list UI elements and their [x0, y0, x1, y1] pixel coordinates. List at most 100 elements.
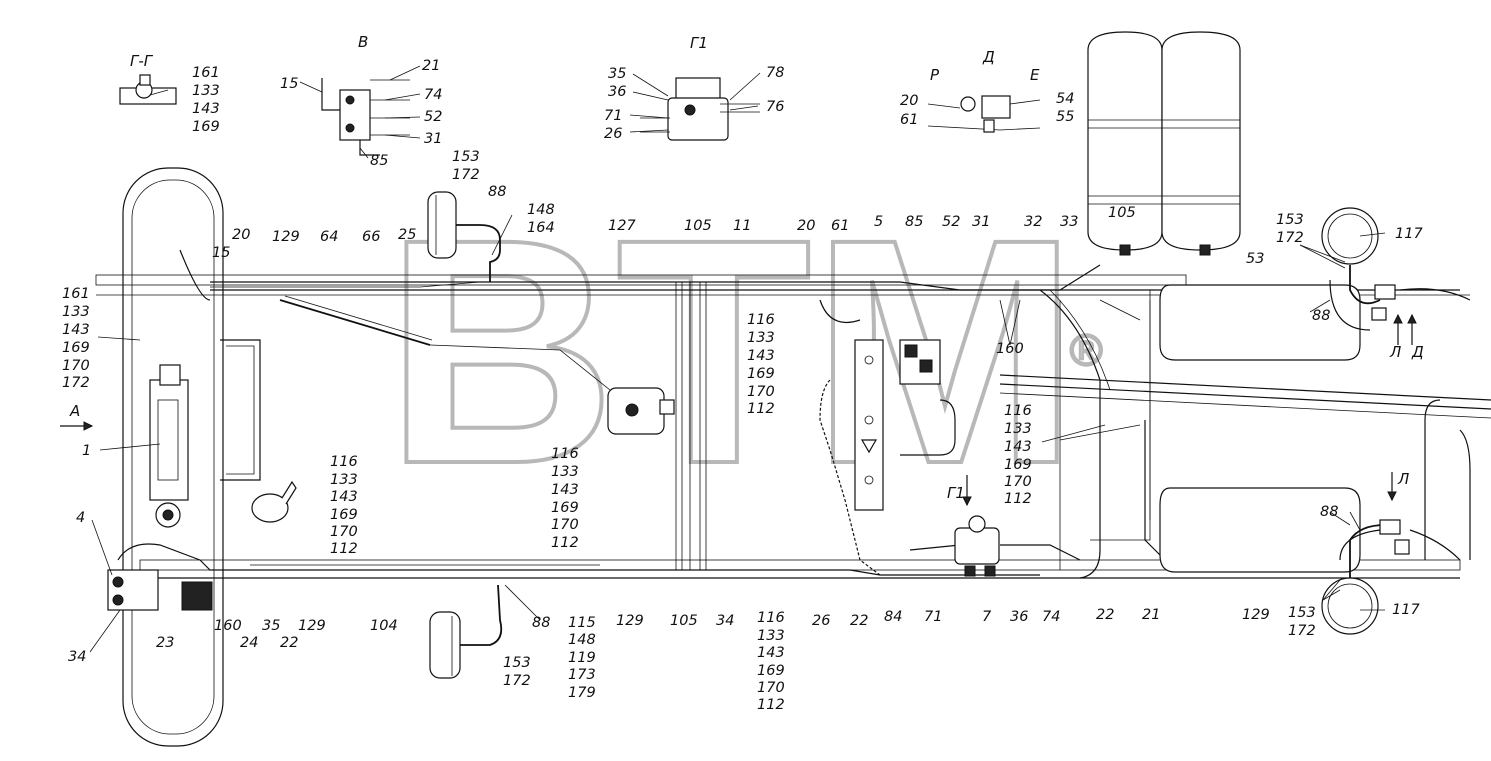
callout-label: 172: [503, 673, 531, 689]
callout-label: 31: [972, 214, 990, 230]
callout-label: 74: [424, 87, 442, 103]
callout-label: 66: [362, 229, 380, 245]
callout-label: 22: [850, 613, 868, 629]
callout-label: 170: [62, 358, 90, 374]
mounting-bracket: [854, 339, 941, 511]
rear-brake-chamber-top: [1321, 207, 1471, 331]
callout-label: 115: [568, 615, 596, 631]
detail-d-drawing: [927, 95, 1041, 133]
callout-label: 105: [1108, 205, 1136, 221]
callout-label: 20: [232, 227, 250, 243]
callout-label: 4: [76, 510, 85, 526]
callout-label: 143: [757, 645, 785, 661]
callout-label: 133: [747, 330, 775, 346]
label-group-bottom: 1 4 34 23 24 160 35 22 129 104 88 153 17…: [68, 443, 1420, 689]
callout-label: 15: [280, 76, 298, 92]
callout-label: 169: [1004, 457, 1032, 473]
callout-label: 143: [1004, 439, 1032, 455]
callout-label: 172: [62, 375, 90, 391]
callout-label: 143: [551, 482, 579, 498]
callout-label: 160: [214, 618, 242, 634]
receiver-box: [1090, 289, 1151, 541]
callout-label: 36: [1010, 609, 1028, 625]
callout-label: 179: [568, 685, 596, 701]
callout-label: 153: [1288, 605, 1316, 621]
callout-label: 21: [1142, 607, 1160, 623]
front-wheel: [122, 167, 224, 747]
callout-label: 116: [330, 454, 358, 470]
callout-label: 169: [330, 507, 358, 523]
callout-label: 116: [757, 610, 785, 626]
section-e-label: Е: [1030, 66, 1040, 84]
callout-label: 133: [1004, 421, 1032, 437]
label-stack-left: 161 133 143 169 170 172: [62, 286, 90, 391]
callout-label: 119: [568, 650, 596, 666]
callout-label: 153: [503, 655, 531, 671]
section-v-title: В: [358, 33, 368, 51]
label-stack-c: 116 133 143 169 170 112: [747, 312, 775, 417]
callout-label: 34: [716, 613, 734, 629]
label-group-v: 15 21 74 52 31 85: [280, 58, 442, 169]
callout-label: 173: [568, 667, 596, 683]
callout-label: 20: [797, 218, 815, 234]
callout-label: 85: [905, 214, 923, 230]
label-group-gg: 161 133 143 169: [192, 65, 220, 135]
callout-label: 85: [370, 153, 388, 169]
callout-label: 170: [757, 680, 785, 696]
callout-label: 133: [551, 464, 579, 480]
callout-label: 23: [156, 635, 174, 651]
callout-label: 88: [532, 615, 550, 631]
detail-g1-drawing: [640, 77, 760, 141]
callout-label: 35: [262, 618, 280, 634]
steering-gear: [149, 339, 261, 528]
callout-label: 116: [1004, 403, 1032, 419]
leader-lines: [89, 65, 1386, 653]
callout-label: 143: [747, 348, 775, 364]
callout-label: 116: [551, 446, 579, 462]
brake-chamber-top: [427, 191, 501, 282]
callout-label: 74: [1042, 609, 1060, 625]
callout-label: 22: [280, 635, 298, 651]
callout-label: 84: [884, 609, 902, 625]
callout-label: 117: [1395, 226, 1423, 242]
callout-label: 71: [924, 609, 942, 625]
callout-label: 170: [551, 517, 579, 533]
label-stack-a: 116 133 143 169 170 112: [330, 454, 358, 557]
callout-label: 112: [551, 535, 579, 551]
callout-label: 88: [488, 184, 506, 200]
callout-label: 112: [330, 541, 358, 557]
callout-label: 20: [900, 93, 918, 109]
callout-label: 105: [670, 613, 698, 629]
callout-label: 143: [62, 322, 90, 338]
lower-left-valve: [107, 543, 213, 611]
center-valve: [607, 387, 675, 435]
callout-label: 52: [942, 214, 960, 230]
section-g1-title: Г1: [690, 34, 708, 52]
view-d-upper-label: Д: [1411, 343, 1424, 361]
callout-label: 148: [568, 632, 596, 648]
callout-label: 22: [1096, 607, 1114, 623]
callout-label: 104: [370, 618, 398, 634]
callout-label: 1: [82, 443, 91, 459]
section-gg-title: Г-Г: [130, 52, 154, 70]
callout-label: 5: [874, 214, 883, 230]
callout-label: 161: [192, 65, 220, 81]
view-arrows: [60, 313, 1417, 507]
callout-label: 33: [1060, 214, 1078, 230]
label-group-d: 20 61 54 55: [900, 91, 1074, 128]
callout-label: 129: [272, 229, 300, 245]
label-stack-d: 116 133 143 169 170 112: [1004, 403, 1032, 507]
callout-label: 116: [747, 312, 775, 328]
callout-label: 76: [766, 99, 784, 115]
watermark-text: BTM: [385, 172, 1078, 530]
brake-chamber-bottom: [429, 584, 503, 679]
callout-label: 148: [527, 202, 555, 218]
detail-gg-drawing: [119, 74, 177, 105]
callout-label: 21: [422, 58, 440, 74]
callout-label: 161: [62, 286, 90, 302]
label-stack-b: 116 133 143 169 170 112: [551, 446, 579, 551]
callout-label: 61: [831, 218, 849, 234]
callout-label: 32: [1024, 214, 1042, 230]
callout-label: 15: [212, 245, 230, 261]
